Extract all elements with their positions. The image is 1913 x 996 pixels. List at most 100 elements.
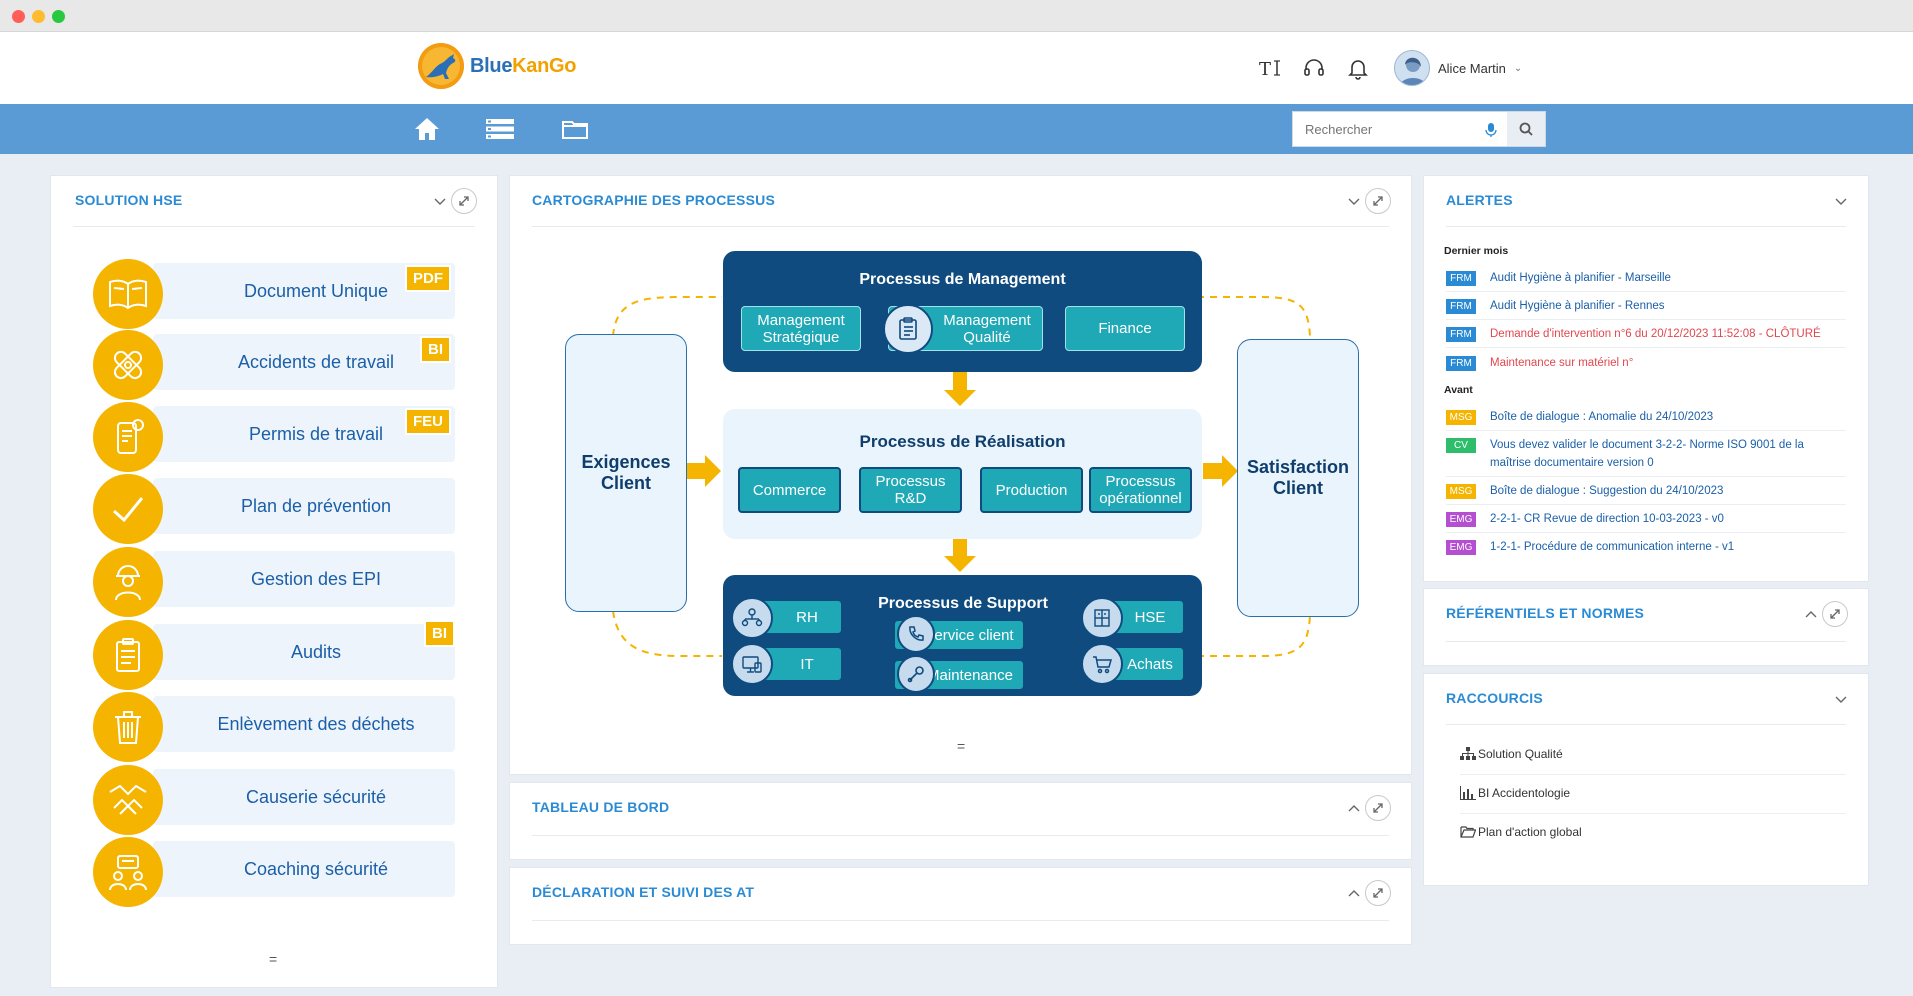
dashed-loop-bottom-right	[1197, 615, 1311, 657]
org-chart-icon	[1460, 747, 1476, 760]
panel-title: RÉFÉRENTIELS ET NORMES	[1446, 605, 1645, 621]
expand-icon[interactable]	[1365, 795, 1391, 821]
folder-icon[interactable]	[560, 114, 590, 144]
dashed-loop-top-left	[612, 296, 722, 337]
hse-item-gestion-des-epi[interactable]: Gestion des EPI	[93, 547, 455, 617]
quality-clipboard-icon	[883, 304, 933, 354]
alert-item[interactable]: FRM Demande d'intervention n°6 du 20/12/…	[1446, 325, 1846, 343]
hse-item-bar: Coaching sécurité	[153, 841, 455, 897]
worker-helmet-icon	[93, 547, 163, 617]
hse-item-audits[interactable]: Audits BI	[93, 620, 455, 690]
chevron-down-icon[interactable]	[1347, 194, 1361, 208]
search-button[interactable]	[1507, 112, 1545, 146]
phone-icon	[897, 615, 935, 653]
alert-text: Demande d'intervention n°6 du 20/12/2023…	[1490, 328, 1821, 340]
brand-logo[interactable]: BlueKanGo	[418, 40, 577, 92]
divider	[1446, 476, 1846, 477]
expand-icon[interactable]	[1365, 188, 1391, 214]
hse-item-label: Permis de travail	[248, 423, 384, 444]
expand-icon[interactable]	[1822, 601, 1848, 627]
hse-item-permis-de-travail[interactable]: Permis de travail FEU	[93, 402, 455, 472]
finance-label: Finance	[1098, 320, 1152, 337]
headset-icon[interactable]	[1302, 56, 1326, 80]
referentiels-panel: RÉFÉRENTIELS ET NORMES	[1423, 588, 1869, 666]
shortcut-solution-qualite[interactable]: Solution Qualité	[1460, 747, 1563, 761]
hse-item-label: Document Unique	[243, 280, 389, 301]
handshake-icon	[93, 765, 163, 835]
expand-icon[interactable]	[1365, 880, 1391, 906]
satisfaction-client-box[interactable]: Satisfaction Client	[1237, 339, 1359, 617]
arrow-realisation-to-satisfaction	[1203, 455, 1238, 487]
exigences-client-box[interactable]: Exigences Client	[565, 334, 687, 612]
chevron-up-icon[interactable]	[1347, 801, 1361, 815]
alert-item[interactable]: MSG Boîte de dialogue : Anomalie du 24/1…	[1446, 408, 1846, 426]
home-icon[interactable]	[412, 114, 442, 144]
user-menu[interactable]: Alice Martin ⌄	[1394, 50, 1522, 86]
hse-item-causerie-securite[interactable]: Causerie sécurité	[93, 765, 455, 835]
alert-item[interactable]: MSG Boîte de dialogue : Suggestion du 24…	[1446, 482, 1846, 500]
list-icon[interactable]	[485, 114, 515, 144]
management-qualite-label: Management Qualité	[943, 311, 1031, 346]
hse-item-plan-de-prevention[interactable]: Plan de prévention	[93, 474, 455, 544]
hse-item-enlevement-des-dechets[interactable]: Enlèvement des déchets	[93, 692, 455, 762]
commerce-button[interactable]: Commerce	[738, 467, 841, 513]
expand-icon[interactable]	[451, 188, 477, 214]
support-process-box[interactable]: Processus de Support RH IT Service clien…	[723, 575, 1202, 696]
header-tools: T Alice Martin ⌄	[1258, 50, 1522, 86]
hse-item-coaching-securite[interactable]: Coaching sécurité	[93, 837, 455, 907]
chevron-down-icon[interactable]	[1834, 194, 1848, 208]
alert-item[interactable]: FRM Audit Hygiène à planifier - Rennes	[1446, 297, 1846, 315]
processus-operationnel-button[interactable]: Processus opérationnel	[1089, 467, 1192, 513]
hse-item-accidents-de-travail[interactable]: Accidents de travail BI	[93, 330, 455, 400]
finance-button[interactable]: Finance	[1065, 306, 1185, 351]
emg-tag: EMG	[1446, 512, 1476, 527]
bell-icon[interactable]	[1346, 56, 1370, 80]
chevron-down-icon[interactable]	[433, 194, 447, 208]
bi-badge: BI	[420, 336, 451, 363]
msg-tag: MSG	[1446, 410, 1476, 425]
kangaroo-logo-icon	[418, 43, 464, 89]
top-header: BlueKanGo T Alice Martin ⌄	[0, 32, 1913, 104]
shortcut-label: BI Accidentologie	[1478, 786, 1571, 800]
processus-rd-button[interactable]: Processus R&D	[859, 467, 962, 513]
production-button[interactable]: Production	[980, 467, 1083, 513]
alert-item[interactable]: CV Vous devez valider le document 3-2-2-…	[1446, 436, 1846, 472]
management-process-box[interactable]: Processus de Management Management Strat…	[723, 251, 1202, 372]
maximize-window-button[interactable]	[52, 10, 65, 23]
alert-item[interactable]: EMG 1-2-1- Procédure de communication in…	[1446, 538, 1846, 556]
divider	[532, 835, 1389, 836]
processus-operationnel-label: Processus opérationnel	[1099, 473, 1182, 507]
alert-text: Maintenance sur matériel n°	[1490, 357, 1634, 369]
arrow-exigences-to-realisation	[685, 455, 721, 487]
chevron-up-icon[interactable]	[1347, 886, 1361, 900]
alert-text: Vous devez valider le document 3-2-2- No…	[1490, 439, 1804, 469]
production-label: Production	[995, 481, 1068, 499]
divider	[532, 226, 1389, 227]
chevron-up-icon[interactable]	[1804, 607, 1818, 621]
tableau-de-bord-panel: TABLEAU DE BORD	[509, 782, 1412, 860]
shortcut-plan-action-global[interactable]: Plan d'action global	[1460, 825, 1582, 839]
mic-icon[interactable]	[1485, 122, 1497, 138]
alert-item[interactable]: FRM Maintenance sur matériel n°	[1446, 354, 1846, 372]
panel-title: TABLEAU DE BORD	[532, 799, 670, 815]
hse-item-document-unique[interactable]: Document Unique PDF	[93, 259, 455, 329]
realisation-process-box[interactable]: Processus de Réalisation Commerce Proces…	[723, 409, 1202, 539]
service-client-label: Service client	[924, 626, 1014, 644]
feu-badge: FEU	[405, 408, 451, 435]
arrow-management-to-realisation	[944, 372, 976, 406]
shortcut-bi-accidentologie[interactable]: BI Accidentologie	[1460, 786, 1570, 800]
pdf-badge: PDF	[405, 265, 451, 292]
alert-item[interactable]: EMG 2-2-1- CR Revue de direction 10-03-2…	[1446, 510, 1846, 528]
panel-title: ALERTES	[1446, 192, 1513, 208]
hse-item-bar: Document Unique	[153, 263, 455, 319]
management-strategique-button[interactable]: Management Stratégique	[741, 306, 861, 351]
alert-item[interactable]: FRM Audit Hygiène à planifier - Marseill…	[1446, 269, 1846, 287]
hse-item-bar: Gestion des EPI	[153, 551, 455, 607]
drag-handle[interactable]: =	[269, 951, 278, 967]
minimize-window-button[interactable]	[32, 10, 45, 23]
text-size-icon[interactable]: T	[1258, 56, 1282, 80]
chevron-down-icon[interactable]	[1834, 692, 1848, 706]
search-input[interactable]	[1293, 121, 1483, 137]
close-window-button[interactable]	[12, 10, 25, 23]
drag-handle[interactable]: =	[957, 738, 966, 754]
